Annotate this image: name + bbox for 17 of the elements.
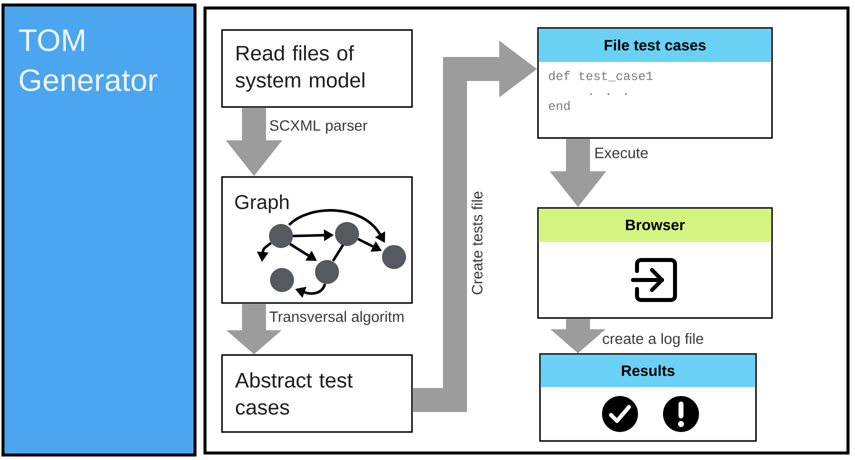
process-box: Graph bbox=[221, 176, 413, 304]
edge-label: Create tests file bbox=[470, 190, 484, 296]
edge-label: SCXML parser bbox=[268, 119, 369, 135]
card bbox=[537, 27, 773, 139]
card-header: File test cases bbox=[538, 28, 772, 62]
card bbox=[537, 207, 773, 319]
card bbox=[539, 353, 757, 442]
code-snippet: def test_case1 . . . end bbox=[549, 70, 653, 110]
edge-label: Execute bbox=[593, 146, 650, 160]
edge-label: Transversal algoritm bbox=[268, 310, 406, 326]
card-header: Results bbox=[540, 354, 756, 387]
edge-label: create a log file bbox=[601, 332, 705, 348]
card-header: Browser bbox=[538, 208, 772, 242]
side-panel: TOM Generator bbox=[2, 4, 196, 456]
container-frame bbox=[204, 6, 850, 454]
process-box: Read files of system model bbox=[221, 29, 413, 108]
process-box: Abstract test cases bbox=[221, 354, 413, 433]
